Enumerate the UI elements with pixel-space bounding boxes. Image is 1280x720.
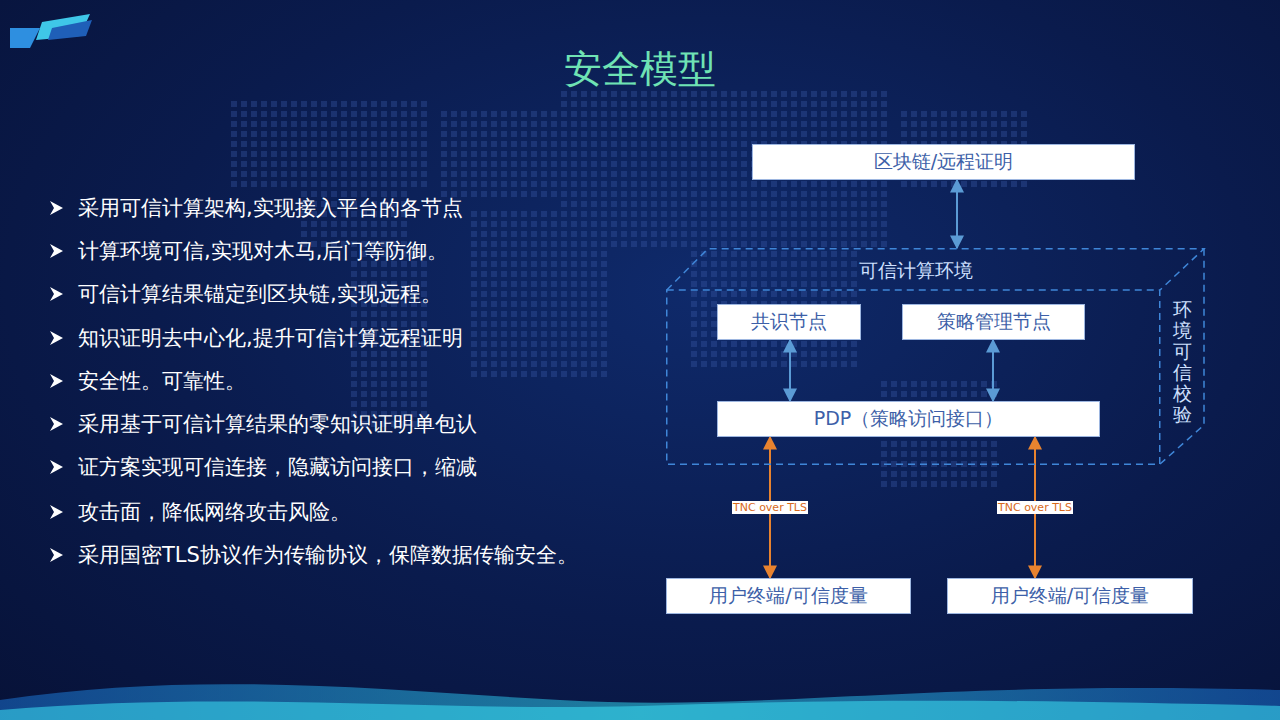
process-box: PDP（策略访问接口） <box>717 401 1100 437</box>
bullet-text: 计算环境可信,实现对木马,后门等防御。 <box>78 238 448 264</box>
bullet-arrow <box>50 417 63 431</box>
box-label: 用户终端/可信度量 <box>709 583 867 609</box>
bullet-arrow <box>50 201 63 215</box>
edge-label: TNC over TLS <box>732 501 808 514</box>
bullet-arrow <box>50 244 63 258</box>
process-box: 策略管理节点 <box>902 304 1085 340</box>
process-box: 共识节点 <box>717 304 861 340</box>
slide-title: 安全模型 <box>0 44 1280 95</box>
box-label: 策略管理节点 <box>937 309 1051 335</box>
bullet-text: 安全性。可靠性。 <box>78 368 246 394</box>
box-label: PDP（策略访问接口） <box>814 406 1004 432</box>
bullet-arrow <box>50 331 63 345</box>
environment-title: 可信计算环境 <box>859 258 973 284</box>
bullet-arrow <box>50 460 63 474</box>
trusted-environment-box: 可信计算环境环境可信校验 共识节点 策略管理节点 PDP（策略访问接口） <box>666 248 1205 465</box>
bullet-arrow <box>50 374 63 388</box>
process-box: 用户终端/可信度量 <box>947 578 1193 614</box>
bottom-wave <box>0 684 1280 720</box>
box-label: 区块链/远程证明 <box>874 149 1013 175</box>
bullet-markers <box>50 201 63 562</box>
bullet-text: 采用基于可信计算结果的零知识证明单包认 <box>78 411 477 437</box>
connector-arrow <box>789 340 791 401</box>
connector-arrow <box>992 340 994 401</box>
bullet-text: 知识证明去中心化,提升可信计算远程证明 <box>78 325 463 351</box>
bullet-text: 攻击面，降低网络攻击风险。 <box>78 499 351 525</box>
process-box: 用户终端/可信度量 <box>666 578 911 614</box>
bullet-arrow <box>50 505 63 519</box>
side-face-label: 环境可信校验 <box>1173 299 1192 424</box>
bullet-arrow <box>50 287 63 301</box>
logo <box>10 14 92 48</box>
edge-label: TNC over TLS <box>997 501 1073 514</box>
box-label: 用户终端/可信度量 <box>991 583 1149 609</box>
bullet-arrow <box>50 548 63 562</box>
bullet-text: 可信计算结果锚定到区块链,实现远程。 <box>78 281 442 307</box>
process-box: 区块链/远程证明 <box>752 144 1135 180</box>
bullet-text: 采用可信计算架构,实现接入平台的各节点 <box>78 195 463 221</box>
connector-arrow <box>956 180 958 248</box>
bullet-text: 证方案实现可信连接，隐藏访问接口，缩减 <box>78 454 477 480</box>
bullet-text: 采用国密TLS协议作为传输协议，保障数据传输安全。 <box>78 542 578 568</box>
box-label: 共识节点 <box>751 309 827 335</box>
